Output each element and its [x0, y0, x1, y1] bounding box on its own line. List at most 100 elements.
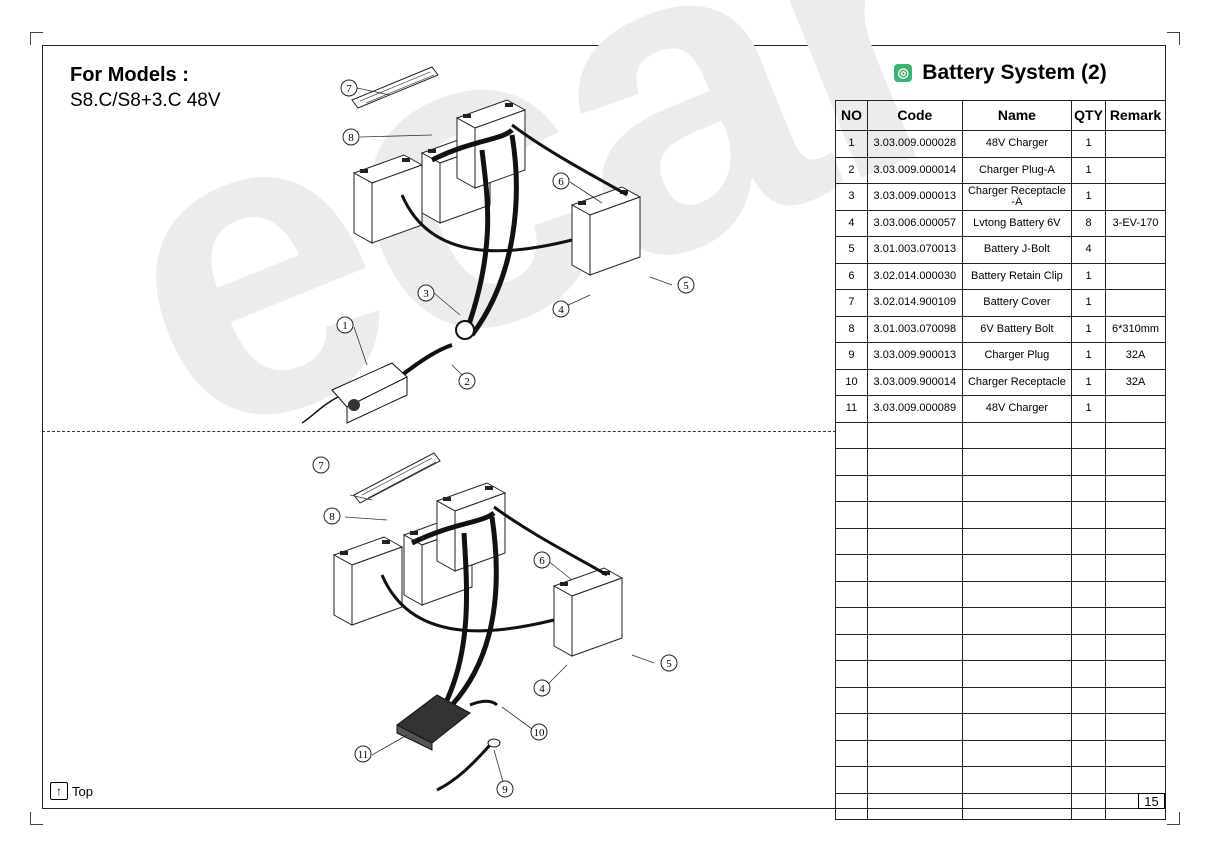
cell-name [961, 660, 1073, 688]
cell-qty [1071, 713, 1107, 741]
cell-code [866, 474, 963, 502]
cell-remark: 3-EV-170 [1105, 209, 1166, 237]
globe-icon: ◎ [894, 63, 913, 82]
cell-qty: 1 [1071, 395, 1107, 423]
cell-qty [1071, 448, 1107, 476]
cell-qty [1071, 421, 1107, 449]
cell-name [961, 686, 1073, 714]
cell-code [866, 501, 963, 529]
cell-name: Charger Plug-A [961, 156, 1073, 184]
cell-remark [1105, 501, 1166, 529]
empty-table-row [835, 421, 1166, 449]
cell-qty: 1 [1071, 368, 1107, 396]
callout-3: 3 [423, 288, 429, 300]
cell-code: 3.03.009.000028 [866, 130, 963, 158]
top-link[interactable]: ↑ Top [50, 782, 93, 800]
empty-table-row [835, 713, 1166, 741]
callout-6-bottom: 6 [539, 555, 545, 567]
cell-no [835, 580, 868, 608]
cell-name: Charger Receptacle [961, 368, 1073, 396]
cell-code [866, 527, 963, 555]
crop-mark-top-left [30, 32, 43, 45]
cell-remark [1105, 130, 1166, 158]
cell-name [961, 607, 1073, 635]
cell-qty: 1 [1071, 262, 1107, 290]
cell-qty [1071, 633, 1107, 661]
cell-no [835, 527, 868, 555]
cell-remark [1105, 262, 1166, 290]
panel-header: ◎ Battery System (2) [835, 45, 1166, 100]
empty-table-row [835, 527, 1166, 555]
empty-table-row [835, 501, 1166, 529]
cell-remark [1105, 686, 1166, 714]
cell-qty [1071, 660, 1107, 688]
cell-no: 3 [835, 183, 868, 211]
empty-table-row [835, 474, 1166, 502]
cell-qty [1071, 580, 1107, 608]
cell-code: 3.03.009.000089 [866, 395, 963, 423]
callout-6: 6 [558, 176, 564, 188]
cell-code: 3.03.009.900014 [866, 368, 963, 396]
cell-name [961, 527, 1073, 555]
cell-name [961, 739, 1073, 767]
cell-qty [1071, 527, 1107, 555]
cell-no [835, 660, 868, 688]
cell-qty [1071, 686, 1107, 714]
top-diagram: 7 8 6 5 4 3 1 2 [301, 66, 695, 424]
cell-code [866, 739, 963, 767]
cell-no: 4 [835, 209, 868, 237]
cell-no: 5 [835, 236, 868, 264]
cell-remark [1105, 554, 1166, 582]
cell-qty: 8 [1071, 209, 1107, 237]
cell-name [961, 448, 1073, 476]
models-value: S8.C/S8+3.C 48V [70, 90, 221, 111]
cell-no [835, 474, 868, 502]
cell-code [866, 686, 963, 714]
cell-remark [1105, 527, 1166, 555]
models-label: For Models : [70, 64, 189, 86]
cell-qty: 4 [1071, 236, 1107, 264]
cell-code [866, 448, 963, 476]
cell-remark: 6*310mm [1105, 315, 1166, 343]
cell-no [835, 713, 868, 741]
cell-qty [1071, 554, 1107, 582]
column-header-remark: Remark [1105, 100, 1166, 131]
empty-table-row [835, 607, 1166, 635]
cell-name [961, 474, 1073, 502]
section-divider [42, 431, 836, 432]
cell-no: 11 [835, 395, 868, 423]
callout-2: 2 [464, 376, 470, 388]
callout-4: 4 [558, 304, 564, 316]
cell-code: 3.01.003.070098 [866, 315, 963, 343]
cell-name: Charger Receptacle -A [961, 183, 1073, 211]
cell-code [866, 421, 963, 449]
empty-table-row [835, 633, 1166, 661]
cell-remark [1105, 289, 1166, 317]
empty-table-row [835, 686, 1166, 714]
cell-name [961, 580, 1073, 608]
cell-remark [1105, 766, 1166, 794]
callout-10-bottom: 10 [534, 727, 546, 739]
cell-name [961, 713, 1073, 741]
empty-table-row [835, 739, 1166, 767]
callout-1: 1 [342, 320, 348, 332]
cell-code [866, 713, 963, 741]
top-link-label: Top [72, 783, 93, 799]
cell-name: Battery J-Bolt [961, 236, 1073, 264]
callout-8: 8 [348, 132, 354, 144]
cell-qty: 1 [1071, 342, 1107, 370]
cell-code [866, 792, 963, 820]
cell-qty: 1 [1071, 289, 1107, 317]
crop-mark-bottom-right [1167, 812, 1180, 825]
cell-no: 1 [835, 130, 868, 158]
empty-table-row [835, 580, 1166, 608]
crop-mark-top-right [1167, 32, 1180, 45]
